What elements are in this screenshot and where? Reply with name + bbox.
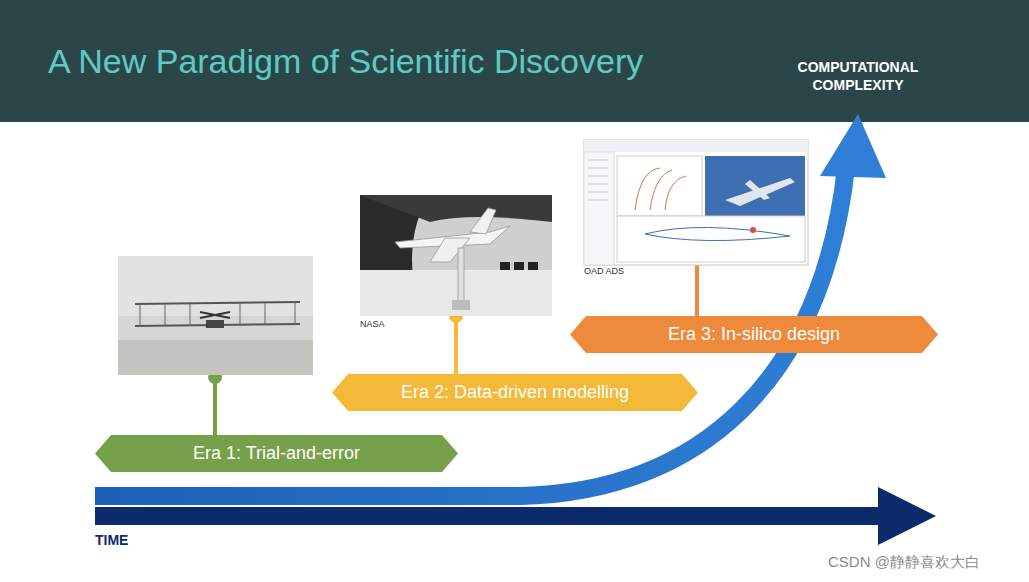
era-label: Era 1: Trial-and-error <box>193 443 360 464</box>
time-axis <box>95 507 880 525</box>
biplane-photo <box>118 256 313 375</box>
slide-title: A New Paradigm of Scientific Discovery <box>48 42 643 81</box>
era-label: Era 3: In-silico design <box>668 324 840 345</box>
era-banner: Era 2: Data-driven modelling <box>332 374 698 411</box>
axis-label: COMPUTATIONAL COMPLEXITY <box>780 58 936 94</box>
era-banner: Era 1: Trial-and-error <box>95 435 458 472</box>
title-bar <box>0 0 1029 122</box>
photo-credit: OAD ADS <box>584 266 624 276</box>
complexity-curve <box>95 168 846 496</box>
era-banner: Era 3: In-silico design <box>570 316 938 353</box>
stem <box>454 316 458 375</box>
era-label: Era 2: Data-driven modelling <box>401 382 629 403</box>
wind-tunnel-photo <box>360 195 552 316</box>
software-screenshot <box>584 140 808 265</box>
banner-fill <box>95 435 458 472</box>
stem <box>695 259 699 317</box>
banner-fill <box>570 316 938 353</box>
complexity-arrowhead <box>820 114 886 178</box>
time-arrowhead <box>878 487 936 545</box>
banner-fill <box>332 374 698 411</box>
stem <box>213 376 217 436</box>
axis-label: TIME <box>95 532 128 548</box>
watermark: CSDN @静静喜欢大白 <box>828 553 980 572</box>
photo-credit: NASA <box>360 319 385 329</box>
